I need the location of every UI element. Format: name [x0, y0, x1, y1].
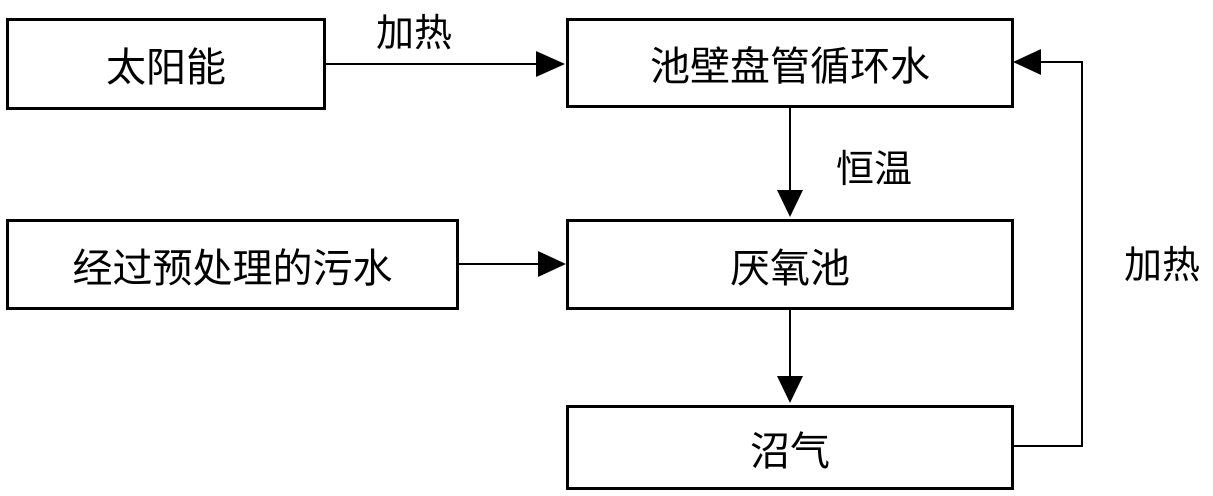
arrow-sewage-to-anaerobic-tank	[459, 251, 566, 277]
biogas-label: 沼气	[750, 428, 830, 475]
anaerobic-tank-box: 厌氧池	[566, 219, 1014, 310]
coil-water-box: 池壁盘管循环水	[566, 18, 1014, 108]
arrow-coil-water-to-anaerobic-tank	[777, 108, 803, 217]
edge-label-heating-right: 加热	[1124, 243, 1201, 287]
edge-label-constant-temperature: 恒温	[836, 147, 913, 191]
arrow-anaerobic-tank-to-biogas	[777, 310, 803, 403]
arrow-biogas-to-coil-water	[1013, 49, 1083, 447]
pretreated-sewage-box: 经过预处理的污水	[6, 219, 459, 310]
edge-label-heating-top: 加热	[376, 11, 453, 55]
pretreated-sewage-label: 经过预处理的污水	[72, 245, 393, 292]
coil-water-label: 池壁盘管循环水	[650, 44, 930, 90]
biogas-box: 沼气	[566, 405, 1014, 490]
anaerobic-tank-label: 厌氧池	[730, 245, 850, 292]
solar-energy-box: 太阳能	[6, 18, 326, 110]
solar-energy-label: 太阳能	[106, 45, 226, 91]
arrow-solar-to-coil-water	[326, 51, 565, 77]
